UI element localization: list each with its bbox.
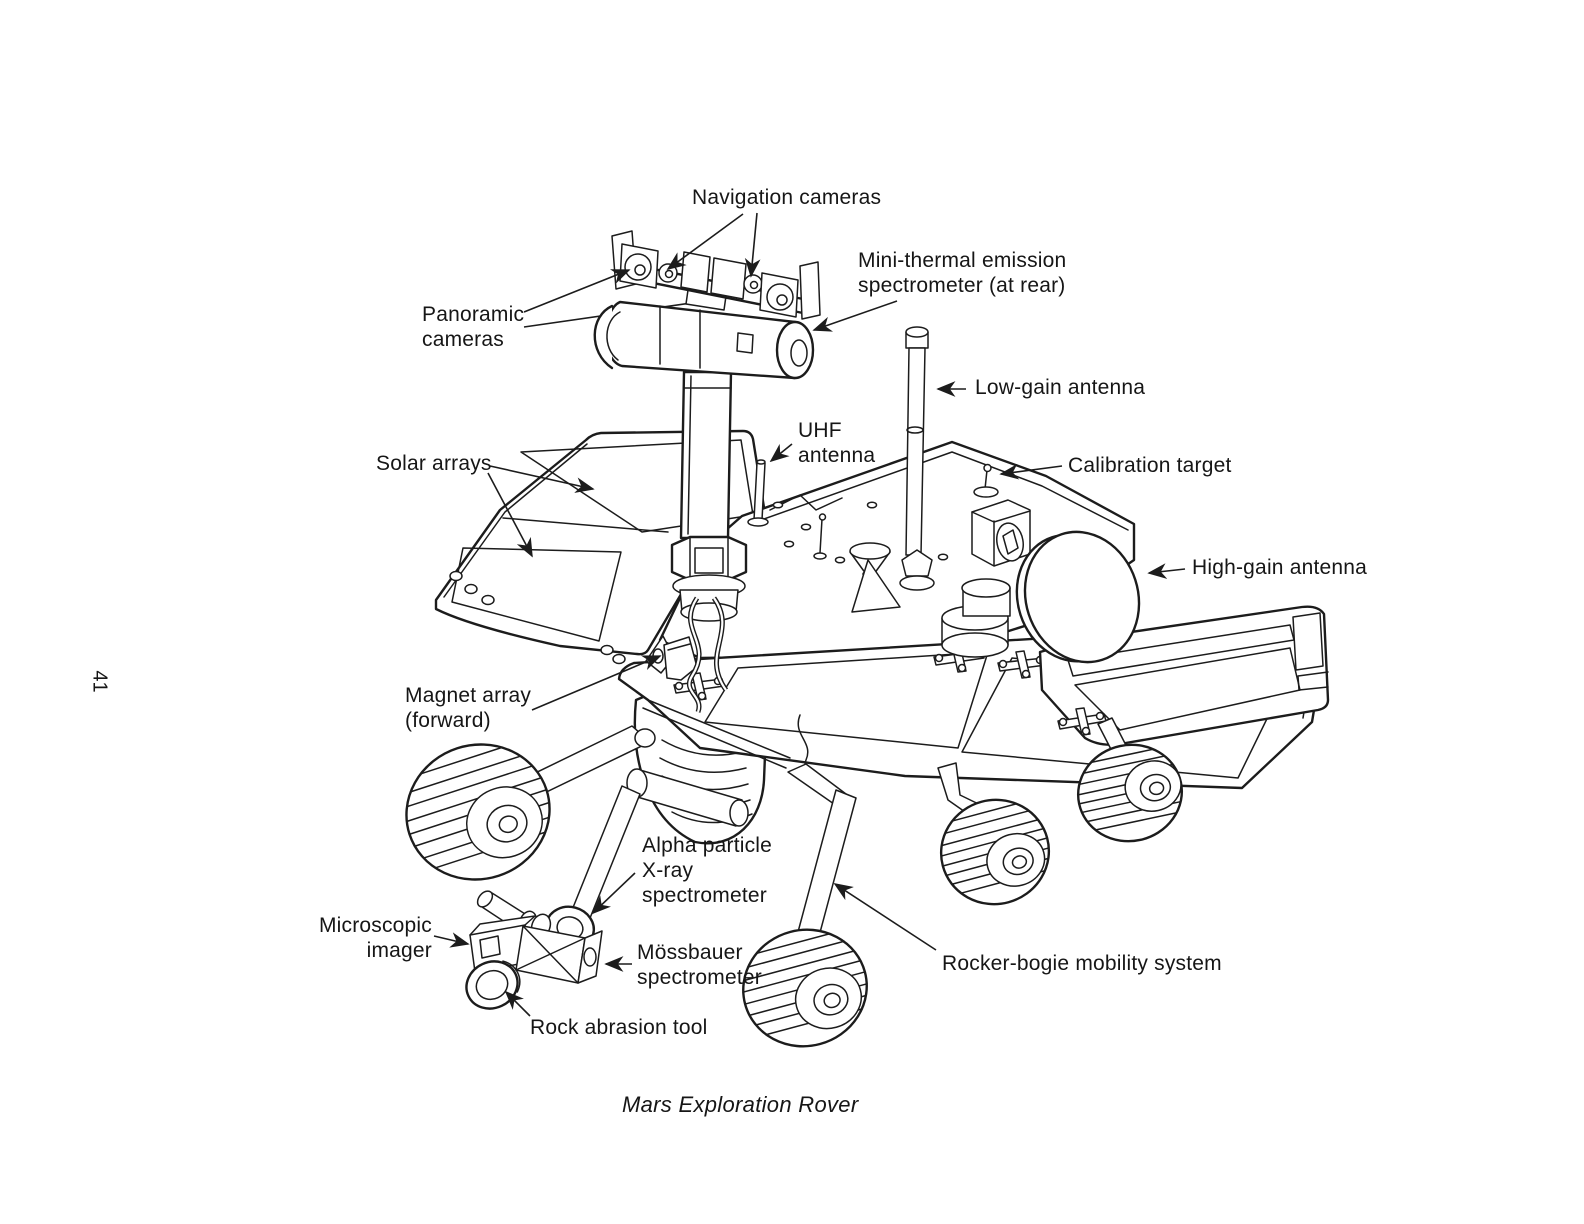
- label-calibration-target: Calibration target: [1068, 454, 1232, 477]
- rock-abrasion-tool-instrument: [465, 960, 521, 1010]
- label-uhf-antenna: UHF antenna: [798, 419, 876, 467]
- page-number: 41: [88, 670, 111, 693]
- leader-panoramic-left: [523, 269, 631, 313]
- leader-rocker-bogie: [833, 883, 937, 951]
- leader-apxs: [591, 872, 636, 915]
- navigation-camera-right: [743, 274, 763, 294]
- label-navigation-cameras: Navigation cameras: [692, 186, 882, 209]
- camera-mast: [670, 370, 748, 713]
- label-magnet-array: Magnet array (forward): [405, 684, 532, 732]
- high-gain-antenna-assembly: [941, 499, 1141, 664]
- leader-mini-tes: [812, 300, 898, 332]
- wheel-middle-right: [939, 798, 1051, 906]
- label-high-gain-antenna: High-gain antenna: [1192, 556, 1368, 579]
- figure-caption: Mars Exploration Rover: [622, 1092, 859, 1117]
- leader-navigation-left: [666, 213, 744, 271]
- low-gain-antenna: [899, 326, 935, 591]
- label-rock-abrasion-tool: Rock abrasion tool: [530, 1016, 708, 1039]
- deck-post: [813, 513, 827, 560]
- leader-lines: [433, 212, 1186, 1017]
- leader-calibration: [999, 463, 1063, 480]
- panoramic-camera-left: [619, 243, 659, 289]
- leader-magnet: [531, 655, 662, 711]
- label-microscopic-imager: Microscopic imager: [318, 914, 432, 962]
- label-low-gain-antenna: Low-gain antenna: [975, 376, 1146, 399]
- navigation-camera-left: [658, 263, 678, 283]
- instrument-turret: [465, 890, 603, 1010]
- uhf-antenna: [747, 459, 769, 527]
- mossbauer-instrument: [515, 925, 603, 984]
- leader-high-gain: [1147, 563, 1186, 579]
- label-solar-arrays: Solar arrays: [376, 452, 492, 475]
- label-panoramic-cameras: Panoramic cameras: [422, 303, 525, 351]
- leader-solar-lower: [487, 472, 533, 558]
- wheel-front-center: [742, 928, 868, 1048]
- wheel-front-left: [405, 743, 551, 881]
- label-mini-tes: Mini-thermal emission spectrometer (at r…: [858, 249, 1067, 297]
- leader-uhf: [769, 443, 793, 463]
- leader-navigation-right: [744, 212, 761, 278]
- mast-head: [593, 230, 821, 380]
- high-gain-dish: [1015, 530, 1141, 664]
- label-rocker-bogie: Rocker-bogie mobility system: [942, 952, 1222, 975]
- calibration-target: [973, 463, 999, 498]
- label-mossbauer: Mössbauer spectrometer: [637, 941, 762, 989]
- leader-solar-upper: [489, 465, 595, 493]
- panoramic-camera-right: [759, 272, 799, 318]
- leader-microscopic-imager: [433, 932, 470, 948]
- leader-rock-abrasion: [504, 990, 531, 1017]
- wheel-rear-right: [1076, 743, 1184, 843]
- label-apxs: Alpha particle X-ray spectrometer: [642, 834, 773, 907]
